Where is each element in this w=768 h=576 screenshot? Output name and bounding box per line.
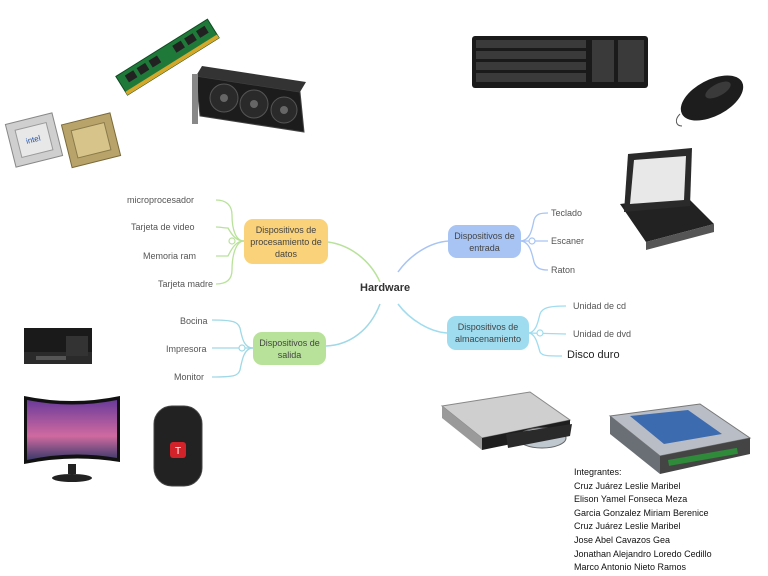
- leaf-escaner[interactable]: Escaner: [551, 236, 585, 246]
- members-title: Integrantes:: [574, 467, 622, 477]
- ram-image: [115, 18, 220, 96]
- leaf-tarjeta-madre[interactable]: Tarjeta madre: [158, 279, 214, 289]
- member-name: Cruz Juárez Leslie Maribel: [574, 521, 681, 532]
- member-name: Garcia Gonzalez Miriam Berenice: [574, 507, 709, 518]
- member-name: Elison Yamel Fonseca Meza: [574, 494, 688, 505]
- svg-text:T: T: [175, 446, 181, 457]
- leaf-disco-duro[interactable]: Disco duro: [567, 349, 620, 361]
- branch-procesamiento[interactable]: Dispositivos de procesamiento de datos: [244, 219, 328, 264]
- leaf-memoria-ram[interactable]: Memoria ram: [143, 251, 197, 261]
- cpu-image: intel: [4, 112, 122, 169]
- hard-drive-image: [608, 403, 752, 474]
- member-name: Jose Abel Cavazos Gea: [574, 534, 671, 545]
- svg-text:intel: intel: [25, 133, 42, 145]
- branch-salida[interactable]: Dispositivos de salida: [253, 332, 326, 365]
- member-name: Cruz Juárez Leslie Maribel: [574, 480, 681, 491]
- leaf-microprocesador[interactable]: microprocesador: [127, 195, 195, 205]
- speaker-image: T: [153, 405, 203, 487]
- gpu-image: [192, 66, 306, 133]
- leaf-unidad-cd[interactable]: Unidad de cd: [573, 301, 627, 311]
- branch-entrada[interactable]: Dispositivos de entrada: [448, 225, 521, 258]
- keyboard-image: [472, 36, 648, 88]
- leaf-tarjeta-video[interactable]: Tarjeta de video: [131, 222, 195, 232]
- member-name: Marco Antonio Nieto Ramos: [574, 562, 687, 573]
- scanner-image: [620, 148, 714, 250]
- monitor-image: [24, 396, 120, 482]
- printer-image: [24, 328, 92, 364]
- dvd-drive-image: [440, 391, 572, 450]
- leaf-impresora[interactable]: Impresora: [166, 344, 207, 354]
- leaf-unidad-dvd[interactable]: Unidad de dvd: [573, 329, 632, 339]
- leaf-raton[interactable]: Raton: [551, 265, 576, 275]
- branch-almacenamiento[interactable]: Dispositivos de almacenamiento: [447, 316, 529, 350]
- leaf-teclado[interactable]: Teclado: [551, 208, 583, 218]
- member-name: Jonathan Alejandro Loredo Cedillo: [574, 548, 712, 559]
- leaf-bocina[interactable]: Bocina: [180, 316, 208, 326]
- mouse-image: [675, 75, 744, 127]
- central-topic[interactable]: Hardware: [360, 282, 411, 294]
- members-list: Integrantes: Cruz Juárez Leslie Maribel …: [574, 466, 712, 575]
- leaf-monitor[interactable]: Monitor: [174, 372, 205, 382]
